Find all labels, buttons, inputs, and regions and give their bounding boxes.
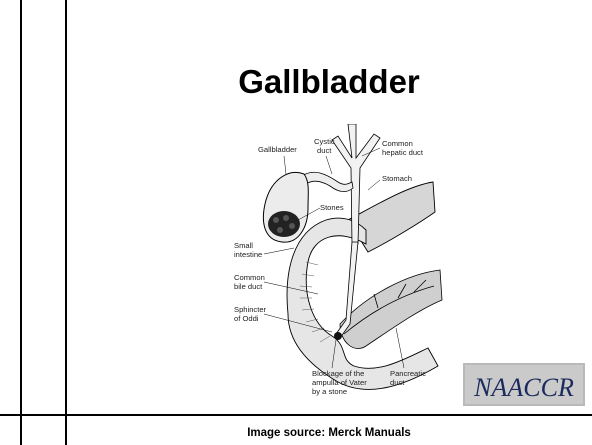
label-common-bile-duct-line1: Common [234,273,265,282]
pancreas-shape [340,270,442,349]
image-source-caption: Image source: Merck Manuals [66,427,592,439]
cystic-duct [302,172,353,191]
label-sphincter-line1: Sphincter [234,305,267,314]
stones-cluster [268,211,300,237]
label-cystic-duct-line2: duct [317,146,332,155]
gallbladder-anatomy-diagram: Gallbladder Cystic duct Common hepatic d… [228,124,464,408]
label-common-hepatic-duct-line2: hepatic duct [382,148,424,157]
ampulla-stone [334,332,342,340]
label-small-intestine-line1: Small [234,241,253,250]
label-stomach: Stomach [382,174,412,183]
label-blockage-line3: by a stone [312,387,347,396]
footer-divider-line [0,414,592,416]
naaccr-logo: NAACCR [463,363,585,406]
label-blockage-line2: ampulla of Vater [312,378,367,387]
label-small-intestine-line2: intestine [234,250,262,259]
label-common-bile-duct-line2: bile duct [234,282,263,291]
logo-text: NAACCR [473,373,574,402]
left-margin-line-outer [20,0,22,445]
label-blockage-line1: Blockage of the [312,369,364,378]
label-pancreatic-duct-line1: Pancreatic [390,369,426,378]
label-pancreatic-duct-line2: duct [390,378,405,387]
label-stones: Stones [320,203,344,212]
label-cystic-duct-line1: Cystic [314,137,335,146]
label-common-hepatic-duct-line1: Common [382,139,413,148]
label-gallbladder: Gallbladder [258,145,297,154]
slide-title: Gallbladder [66,63,592,101]
label-sphincter-line2: of Oddi [234,314,259,323]
